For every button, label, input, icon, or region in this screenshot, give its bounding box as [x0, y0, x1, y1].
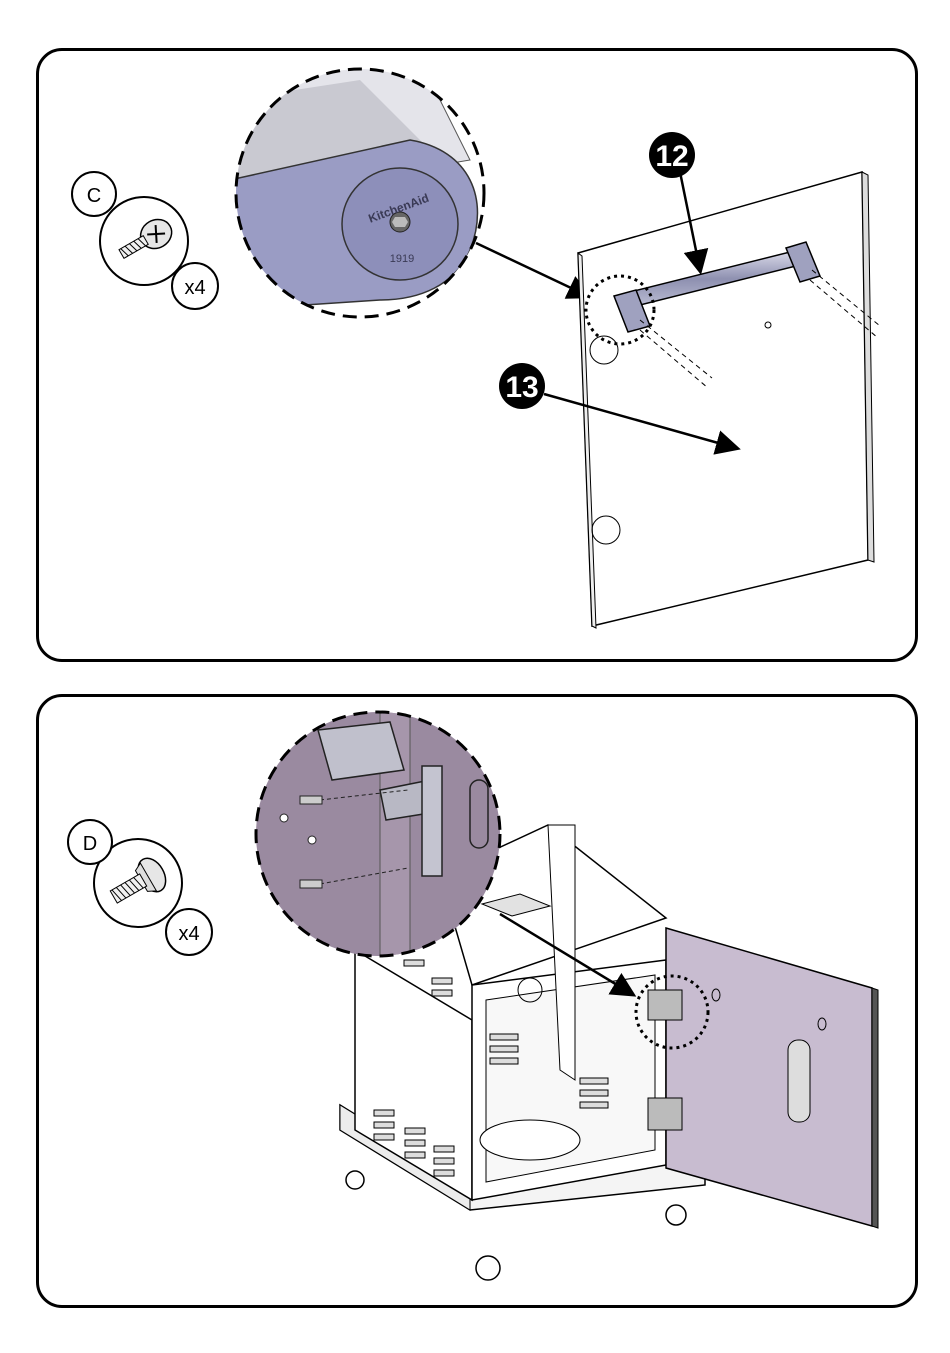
zoom-logo-year: 1919 [390, 253, 414, 265]
quantity-label-c: x4 [184, 277, 205, 299]
door-panel-13 [578, 172, 874, 628]
step-2-panel [36, 694, 918, 1308]
svg-text:13: 13 [505, 371, 538, 404]
zoom-arrow [476, 243, 588, 296]
svg-text:12: 12 [655, 140, 688, 173]
hardware-letter-c: C [87, 185, 101, 207]
logo-zoom-detail: KitchenAid 1919 [230, 60, 490, 320]
